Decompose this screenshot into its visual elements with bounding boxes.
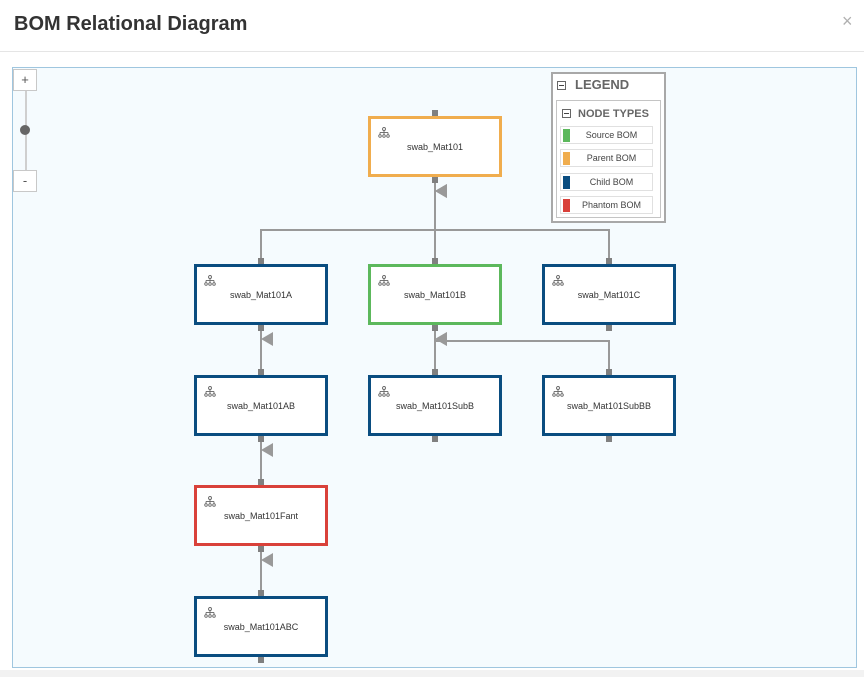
node-top-port[interactable] xyxy=(606,369,612,375)
node-label: swab_Mat101AB xyxy=(226,400,296,411)
legend-item-label: Source BOM xyxy=(585,130,638,140)
node-label: swab_Mat101A xyxy=(229,289,293,300)
node-label: swab_Mat101SubB xyxy=(395,400,475,411)
node-types-collapse-icon[interactable] xyxy=(562,109,571,118)
legend-item-child-bom: Child BOM xyxy=(560,173,653,191)
edge-swab-mat101a-to-swab-mat101 xyxy=(260,183,447,258)
legend-item-label: Child BOM xyxy=(589,177,634,187)
hierarchy-icon xyxy=(378,384,390,397)
node-types-title: NODE TYPES xyxy=(578,108,649,120)
hierarchy-icon xyxy=(378,125,390,138)
legend-item-label: Parent BOM xyxy=(586,153,637,163)
node-top-port[interactable] xyxy=(258,590,264,596)
legend-panel: LEGEND NODE TYPES Source BOM Parent BOM … xyxy=(551,72,666,223)
dialog-header: BOM Relational Diagram × xyxy=(0,0,864,52)
node-top-port[interactable] xyxy=(606,258,612,264)
node-bottom-port[interactable] xyxy=(258,657,264,663)
hierarchy-icon xyxy=(204,494,216,507)
zoom-out-button[interactable]: - xyxy=(13,170,37,192)
zoom-in-button[interactable]: + xyxy=(13,69,37,91)
node-bottom-port[interactable] xyxy=(432,325,438,331)
legend-item-source-bom: Source BOM xyxy=(560,126,653,144)
legend-collapse-icon[interactable] xyxy=(557,81,566,90)
edge-layer xyxy=(260,183,610,590)
node-top-port[interactable] xyxy=(432,258,438,264)
hierarchy-icon xyxy=(552,384,564,397)
node-swab-mat101subb[interactable]: swab_Mat101SubB xyxy=(368,375,502,436)
node-swab-mat101c[interactable]: swab_Mat101C xyxy=(542,264,676,325)
legend-item-parent-bom: Parent BOM xyxy=(560,149,653,167)
node-bottom-port[interactable] xyxy=(606,325,612,331)
node-top-port[interactable] xyxy=(258,479,264,485)
hierarchy-icon xyxy=(204,384,216,397)
node-types-section: NODE TYPES Source BOM Parent BOM Child B… xyxy=(556,100,661,218)
node-label: swab_Mat101B xyxy=(403,289,467,300)
dialog-footer-strip xyxy=(0,670,864,677)
node-bottom-port[interactable] xyxy=(258,436,264,442)
node-swab-mat101subbb[interactable]: swab_Mat101SubBB xyxy=(542,375,676,436)
node-swab-mat101[interactable]: swab_Mat101 xyxy=(368,116,502,177)
hierarchy-icon xyxy=(552,273,564,286)
legend-swatch xyxy=(563,176,570,189)
zoom-slider-handle[interactable] xyxy=(20,125,30,135)
legend-item-label: Phantom BOM xyxy=(581,200,642,210)
node-bottom-port[interactable] xyxy=(432,436,438,442)
node-top-port[interactable] xyxy=(432,369,438,375)
legend-item-phantom-bom: Phantom BOM xyxy=(560,196,653,214)
node-bottom-port[interactable] xyxy=(258,546,264,552)
node-bottom-port[interactable] xyxy=(606,436,612,442)
legend-swatch xyxy=(563,199,570,212)
node-label: swab_Mat101C xyxy=(577,289,641,300)
node-bottom-port[interactable] xyxy=(432,177,438,183)
node-label: swab_Mat101ABC xyxy=(223,621,299,632)
node-swab-mat101b[interactable]: swab_Mat101B xyxy=(368,264,502,325)
legend-swatch xyxy=(563,152,570,165)
dialog-title: BOM Relational Diagram xyxy=(14,13,248,35)
node-label: swab_Mat101Fant xyxy=(223,510,299,521)
legend-swatch xyxy=(563,129,570,142)
node-top-port[interactable] xyxy=(432,110,438,116)
hierarchy-icon xyxy=(204,273,216,286)
edge-swab-mat101subbb-to-swab-mat101b xyxy=(434,331,610,369)
hierarchy-icon xyxy=(204,605,216,618)
node-swab-mat101a[interactable]: swab_Mat101A xyxy=(194,264,328,325)
hierarchy-icon xyxy=(378,273,390,286)
node-swab-mat101fant[interactable]: swab_Mat101Fant xyxy=(194,485,328,546)
node-label: swab_Mat101SubBB xyxy=(566,400,652,411)
legend-title: LEGEND xyxy=(575,77,630,92)
close-icon[interactable]: × xyxy=(842,11,853,31)
edge-swab-mat101c-to-swab-mat101 xyxy=(434,183,610,258)
node-swab-mat101abc[interactable]: swab_Mat101ABC xyxy=(194,596,328,657)
node-top-port[interactable] xyxy=(258,258,264,264)
node-bottom-port[interactable] xyxy=(258,325,264,331)
node-top-port[interactable] xyxy=(258,369,264,375)
diagram-canvas[interactable]: swab_Mat101 swab_Mat101A swab_Mat101B swab_… xyxy=(12,67,857,668)
node-label: swab_Mat101 xyxy=(406,141,464,152)
node-swab-mat101ab[interactable]: swab_Mat101AB xyxy=(194,375,328,436)
